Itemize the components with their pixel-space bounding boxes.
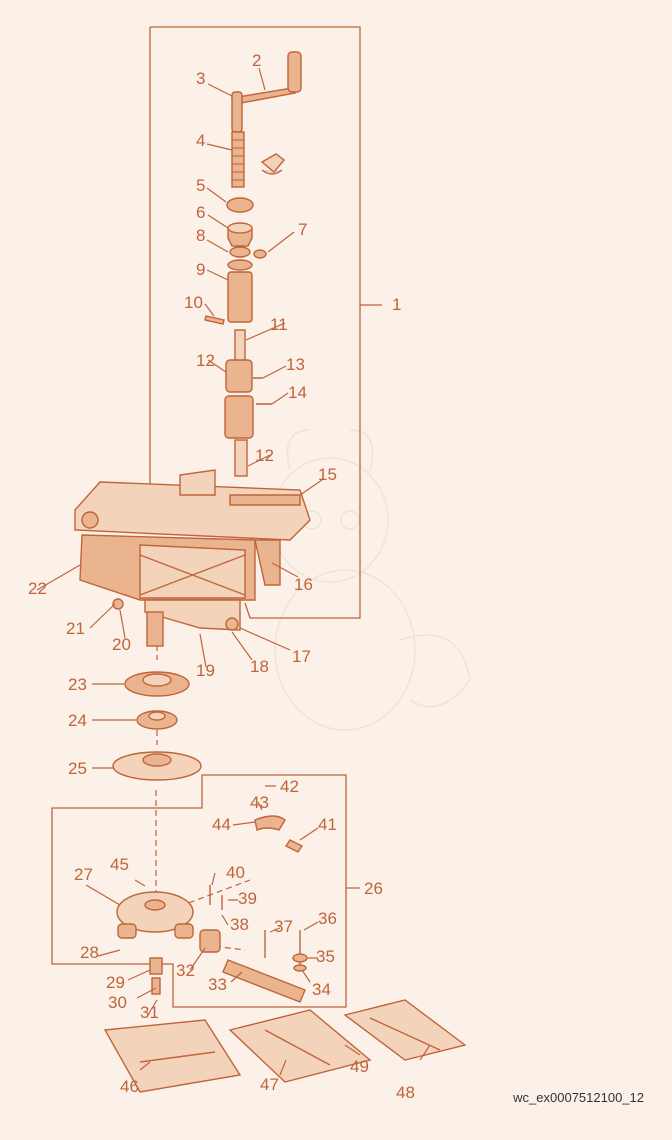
- part-label-11: 11: [270, 315, 288, 334]
- part-number-labels: 1234567891011121213141516171819202122232…: [28, 51, 415, 1102]
- part-label-15: 15: [318, 465, 337, 484]
- blade-spider: [116, 891, 221, 995]
- part-label-17: 17: [292, 647, 311, 666]
- part-label-43: 43: [250, 793, 269, 812]
- part-label-12: 12: [196, 351, 215, 370]
- dragon-illustration-icon: [271, 429, 471, 731]
- part-label-36: 36: [318, 909, 337, 928]
- part-label-48: 48: [396, 1083, 415, 1102]
- part-label-8: 8: [196, 226, 205, 245]
- part-label-21: 21: [66, 619, 85, 638]
- drive-hub-discs: [112, 671, 202, 781]
- part-label-6: 6: [196, 203, 205, 222]
- part-label-2: 2: [252, 51, 261, 70]
- part-label-26: 26: [364, 879, 383, 898]
- part-label-24: 24: [68, 711, 87, 730]
- part-label-18: 18: [250, 657, 269, 676]
- part-label-35: 35: [316, 947, 335, 966]
- part-label-33: 33: [208, 975, 227, 994]
- main-chassis: [74, 469, 311, 601]
- part-label-25: 25: [68, 759, 87, 778]
- lower-linkage: [112, 598, 241, 647]
- part-label-31: 31: [140, 1003, 159, 1022]
- part-label-37: 37: [274, 917, 293, 936]
- part-label-42: 42: [280, 777, 299, 796]
- part-label-30: 30: [108, 993, 127, 1012]
- column-stack-lower: [224, 329, 272, 477]
- part-label-46: 46: [120, 1077, 139, 1096]
- part-label-27: 27: [74, 865, 93, 884]
- part-label-39: 39: [238, 889, 257, 908]
- blade-arm-shaft: [209, 815, 308, 1003]
- drawing-id-caption: wc_ex0007512100_12: [513, 1090, 644, 1105]
- part-label-10: 10: [184, 293, 203, 312]
- crank-handle: [230, 51, 302, 133]
- part-label-5: 5: [196, 176, 205, 195]
- part-label-41: 41: [318, 815, 337, 834]
- part-label-47: 47: [260, 1075, 279, 1094]
- part-label-45: 45: [110, 855, 129, 874]
- part-label-29: 29: [106, 973, 125, 992]
- part-label-38: 38: [230, 915, 249, 934]
- part-label-22: 22: [28, 579, 47, 598]
- part-label-28: 28: [80, 943, 99, 962]
- trowel-blades: [103, 999, 467, 1093]
- part-label-23: 23: [68, 675, 87, 694]
- part-label-32: 32: [176, 961, 195, 980]
- leader-lines: [36, 67, 431, 1076]
- part-label-1: 1: [392, 295, 401, 314]
- part-label-49: 49: [350, 1057, 369, 1076]
- assembly-frame-26: [51, 774, 360, 1008]
- column-stack-upper: [204, 197, 267, 325]
- part-label-34: 34: [312, 980, 331, 999]
- part-label-12: 12: [255, 446, 274, 465]
- part-label-7: 7: [298, 220, 307, 239]
- threaded-spindle: [231, 131, 286, 188]
- assembly-frame-1: [149, 26, 382, 619]
- part-label-40: 40: [226, 863, 245, 882]
- part-label-20: 20: [112, 635, 131, 654]
- part-label-44: 44: [212, 815, 231, 834]
- part-label-13: 13: [286, 355, 305, 374]
- part-label-4: 4: [196, 131, 205, 150]
- part-label-9: 9: [196, 260, 205, 279]
- part-label-16: 16: [294, 575, 313, 594]
- part-label-14: 14: [288, 383, 307, 402]
- part-label-3: 3: [196, 69, 205, 88]
- part-label-19: 19: [196, 661, 215, 680]
